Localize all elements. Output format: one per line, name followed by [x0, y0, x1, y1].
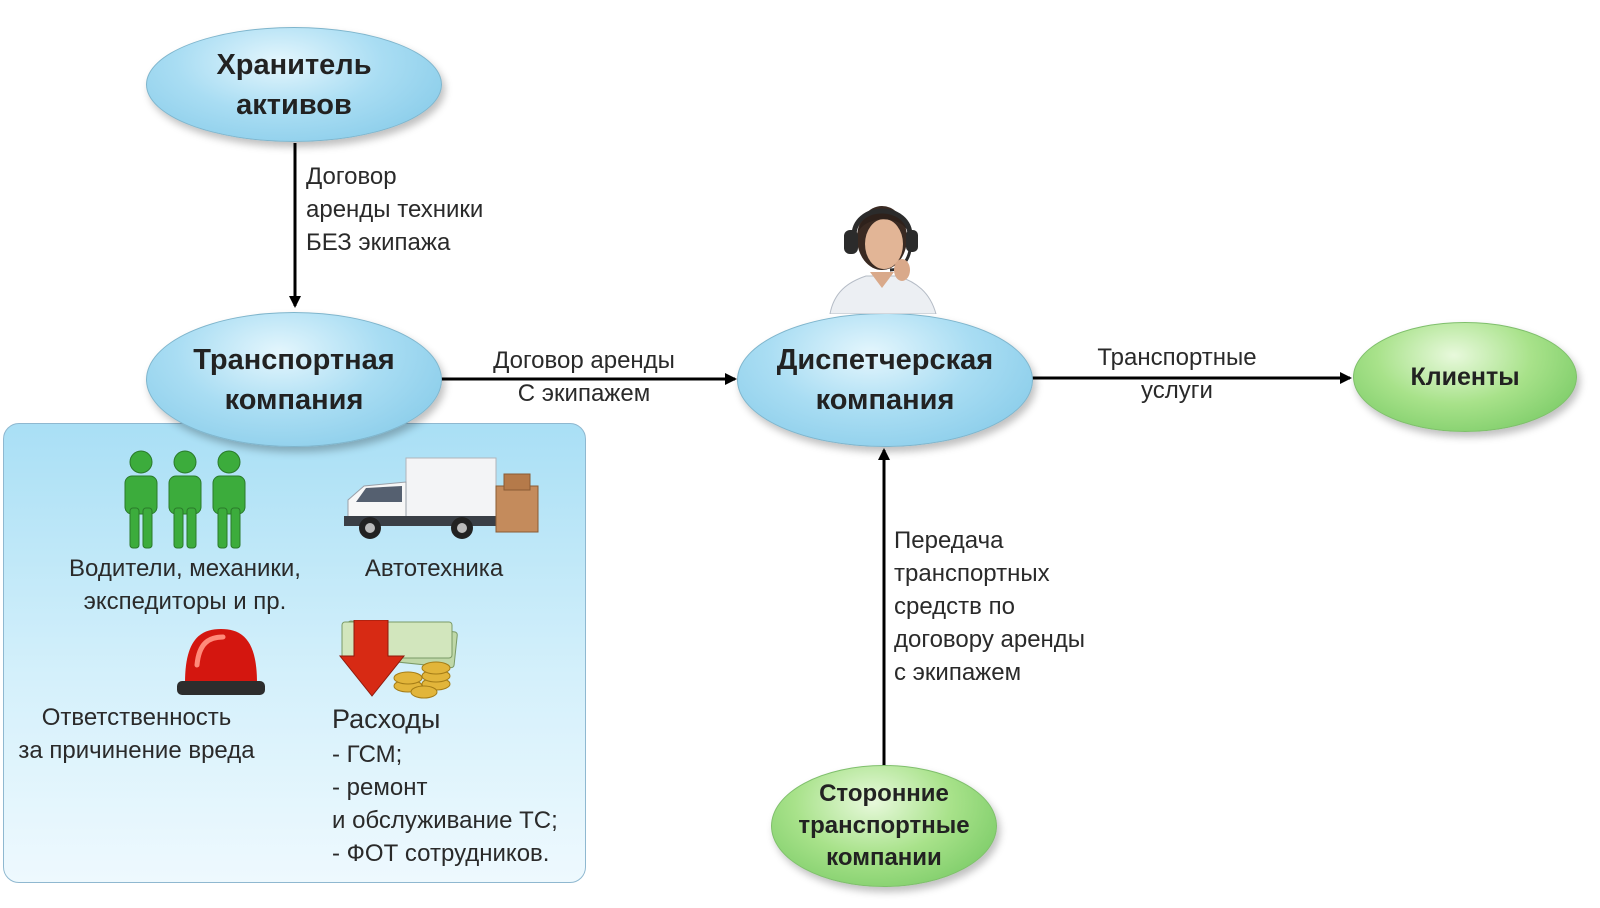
panel-expenses-items: - ГСМ; - ремонт и обслуживание ТС; - ФОТ… [332, 741, 558, 867]
operator-icon [829, 206, 937, 314]
node-asset-keeper: Хранитель активов [146, 27, 442, 142]
edge-label-transport-to-dispatch: Договор аренды С экипажем [493, 347, 675, 407]
edge-label-third-party-to-dispatch: Передача транспортных средств по договор… [894, 527, 1086, 686]
money-icon [338, 620, 458, 699]
node-asset-keeper-label: Хранитель активов [216, 48, 372, 121]
panel-expenses-title: Расходы [332, 704, 441, 734]
node-clients-label: Клиенты [1410, 363, 1520, 391]
node-third-party-label: Сторонние транспортные компании [798, 780, 970, 871]
edge-label-keeper-to-transport: Договор аренды техники БЕЗ экипажа [306, 163, 484, 256]
truck-icon [344, 457, 539, 539]
node-dispatch-company: Диспетчерская компания [737, 313, 1033, 447]
panel-vehicles-label: Автотехника [364, 555, 504, 582]
node-transport-company: Транспортная компания [146, 312, 442, 447]
node-transport-company-label: Транспортная компания [193, 343, 395, 416]
panel-staff-label: Водители, механики, экспедиторы и пр. [69, 555, 301, 615]
siren-icon [177, 629, 265, 695]
node-dispatch-company-label: Диспетчерская компания [776, 344, 994, 416]
panel-liability-label: Ответственность за причинение вреда [18, 704, 255, 764]
people-icon [124, 450, 246, 549]
node-third-party: Сторонние транспортные компании [771, 765, 997, 887]
edge-label-dispatch-to-clients: Транспортные услуги [1097, 344, 1257, 404]
node-clients: Клиенты [1353, 322, 1577, 432]
